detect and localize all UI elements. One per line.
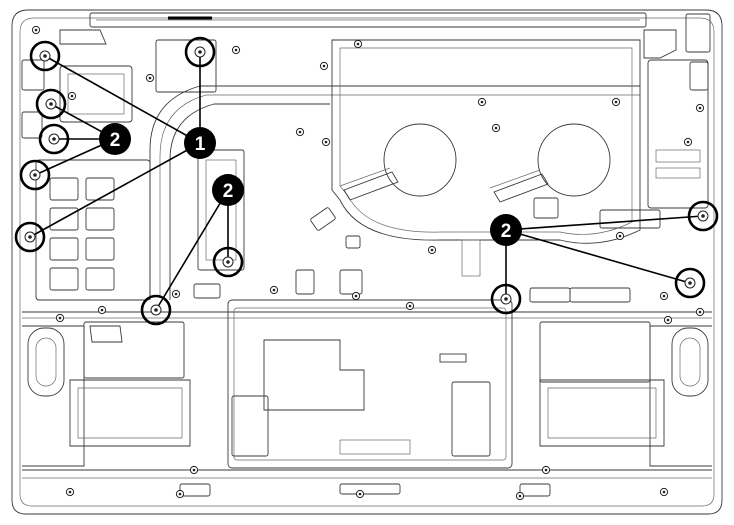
memory-chip xyxy=(49,177,79,201)
ribbon-connectors xyxy=(193,239,631,303)
screw-center xyxy=(298,130,302,134)
memory-chip xyxy=(85,267,115,291)
screw-center xyxy=(234,48,238,52)
screw-marker xyxy=(490,283,522,315)
screw-center xyxy=(324,140,328,144)
memory-chip xyxy=(85,237,115,261)
screw-center xyxy=(34,28,38,32)
screw-marker xyxy=(140,294,172,326)
screw-center xyxy=(356,42,360,46)
screw-center xyxy=(70,94,74,98)
heat-pipe xyxy=(149,39,640,300)
chassis xyxy=(11,9,723,515)
screw-marker xyxy=(674,267,706,299)
screw-marker xyxy=(14,221,46,253)
callout-label: 2 xyxy=(501,221,512,242)
callout-label: 2 xyxy=(223,181,234,202)
screw-marker xyxy=(19,159,51,191)
screw-marker xyxy=(29,40,61,72)
screw-center xyxy=(192,468,196,472)
screw-center xyxy=(174,292,178,296)
screw-center xyxy=(178,492,182,496)
screw-center xyxy=(698,310,702,314)
hinge-bar xyxy=(59,12,677,59)
screw-center xyxy=(662,294,666,298)
screw-center xyxy=(358,492,362,496)
screw-center xyxy=(272,288,276,292)
callout-badge-1: 1 xyxy=(184,127,216,159)
screw-marker xyxy=(184,36,216,68)
small-screws xyxy=(31,25,705,501)
callout-badge-2: 2 xyxy=(490,214,522,246)
screw-center xyxy=(698,106,702,110)
callout-lines xyxy=(29,52,704,311)
screw-center xyxy=(686,140,690,144)
screw-center xyxy=(494,126,498,130)
screw-center xyxy=(666,318,670,322)
screw-center xyxy=(618,234,622,238)
right-board xyxy=(599,13,711,229)
screw-center xyxy=(430,248,434,252)
lower-frame xyxy=(22,311,712,497)
memory-chip xyxy=(85,177,115,201)
memory-chip xyxy=(49,237,79,261)
callout-badge-2: 2 xyxy=(212,174,244,206)
callout-label: 2 xyxy=(110,130,121,151)
callout-badge-2: 2 xyxy=(99,123,131,155)
screw-marker xyxy=(687,200,719,232)
screw-center xyxy=(408,304,412,308)
screw-center xyxy=(100,308,104,312)
screw-center xyxy=(58,316,62,320)
screw-marker xyxy=(38,123,70,155)
screw-center xyxy=(544,468,548,472)
screw-center xyxy=(614,100,618,104)
screw-center xyxy=(662,490,666,494)
screw-center xyxy=(322,64,326,68)
screw-center xyxy=(518,494,522,498)
memory-chip xyxy=(85,207,115,231)
touchpad xyxy=(227,299,513,469)
callout-label: 1 xyxy=(195,134,206,155)
memory-chip xyxy=(49,267,79,291)
screw-center xyxy=(148,76,152,80)
marked-screws xyxy=(14,36,719,326)
memory-chip xyxy=(49,207,79,231)
screw-center xyxy=(68,490,72,494)
screw-center xyxy=(354,294,358,298)
screw-center xyxy=(480,100,484,104)
fan-assembly xyxy=(310,39,641,249)
screw-marker xyxy=(212,246,244,278)
screw-marker xyxy=(35,88,67,120)
